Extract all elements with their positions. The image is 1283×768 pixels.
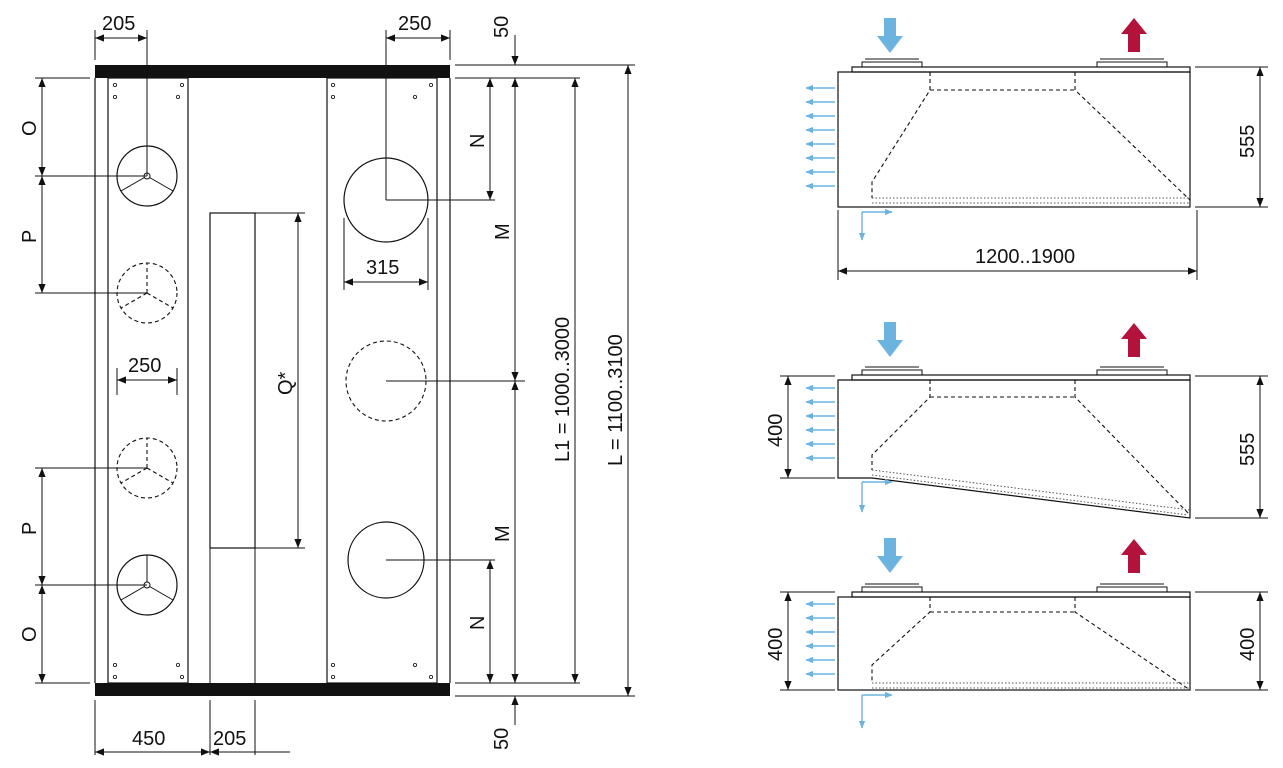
exhaust-arrow-icon bbox=[1121, 18, 1147, 52]
side-bottom-left-height-label: 400 bbox=[765, 628, 787, 661]
label-o-bottom: O bbox=[19, 626, 41, 642]
side-top-height-label: 555 bbox=[1237, 125, 1259, 158]
label-50-top: 50 bbox=[491, 16, 513, 38]
side-view-bottom: 400 400 bbox=[765, 538, 1268, 729]
airflow-corner-icon bbox=[858, 208, 893, 241]
supply-arrow-icon-2 bbox=[877, 322, 903, 357]
airflow-corner-icon-2 bbox=[858, 478, 893, 513]
plan-top-bar bbox=[95, 65, 450, 78]
label-205-top: 205 bbox=[102, 13, 135, 35]
label-l: L = 1100..3100 bbox=[605, 334, 627, 466]
exhaust-arrow-icon-3 bbox=[1121, 539, 1147, 573]
label-205-bottom: 205 bbox=[213, 728, 246, 750]
label-m-top: M bbox=[492, 223, 514, 240]
exhaust-arrow-icon-2 bbox=[1121, 323, 1147, 357]
plan-left-panel bbox=[107, 77, 189, 684]
label-p-top: P bbox=[19, 230, 41, 243]
airflow-arrows-left-icon-2 bbox=[805, 384, 835, 462]
airflow-arrows-left-icon bbox=[805, 84, 835, 190]
label-q: Q* bbox=[275, 371, 297, 395]
label-450: 450 bbox=[132, 728, 165, 750]
label-50-bottom: 50 bbox=[491, 728, 513, 750]
plan-center-strip bbox=[209, 212, 256, 549]
side-view-top: 555 1200..1900 bbox=[805, 18, 1268, 280]
airflow-corner-icon-3 bbox=[858, 691, 893, 729]
side-bottom-right-height-label: 400 bbox=[1237, 628, 1259, 661]
airflow-arrows-left-icon-3 bbox=[805, 600, 835, 678]
label-o-top: O bbox=[19, 120, 41, 136]
side-view-middle: 400 555 bbox=[765, 322, 1268, 519]
side-mid-left-height-label: 400 bbox=[765, 414, 787, 447]
label-l1: L1 = 1000..3000 bbox=[552, 317, 574, 462]
side-mid-right-height-label: 555 bbox=[1237, 433, 1259, 466]
label-n-bottom: N bbox=[467, 616, 489, 630]
plan-view: 205 250 50 50 O P P O 250 Q* 315 N M M N… bbox=[19, 13, 635, 756]
label-m-bottom: M bbox=[492, 525, 514, 542]
side-top-width-label: 1200..1900 bbox=[975, 246, 1075, 268]
plan-bottom-bar bbox=[95, 683, 450, 696]
label-250-top: 250 bbox=[398, 13, 431, 35]
label-n-top: N bbox=[467, 134, 489, 148]
label-250-mid: 250 bbox=[128, 355, 161, 377]
supply-arrow-icon-3 bbox=[877, 538, 903, 573]
label-p-bottom: P bbox=[19, 522, 41, 535]
supply-arrow-icon bbox=[877, 18, 903, 53]
label-315: 315 bbox=[366, 257, 399, 279]
